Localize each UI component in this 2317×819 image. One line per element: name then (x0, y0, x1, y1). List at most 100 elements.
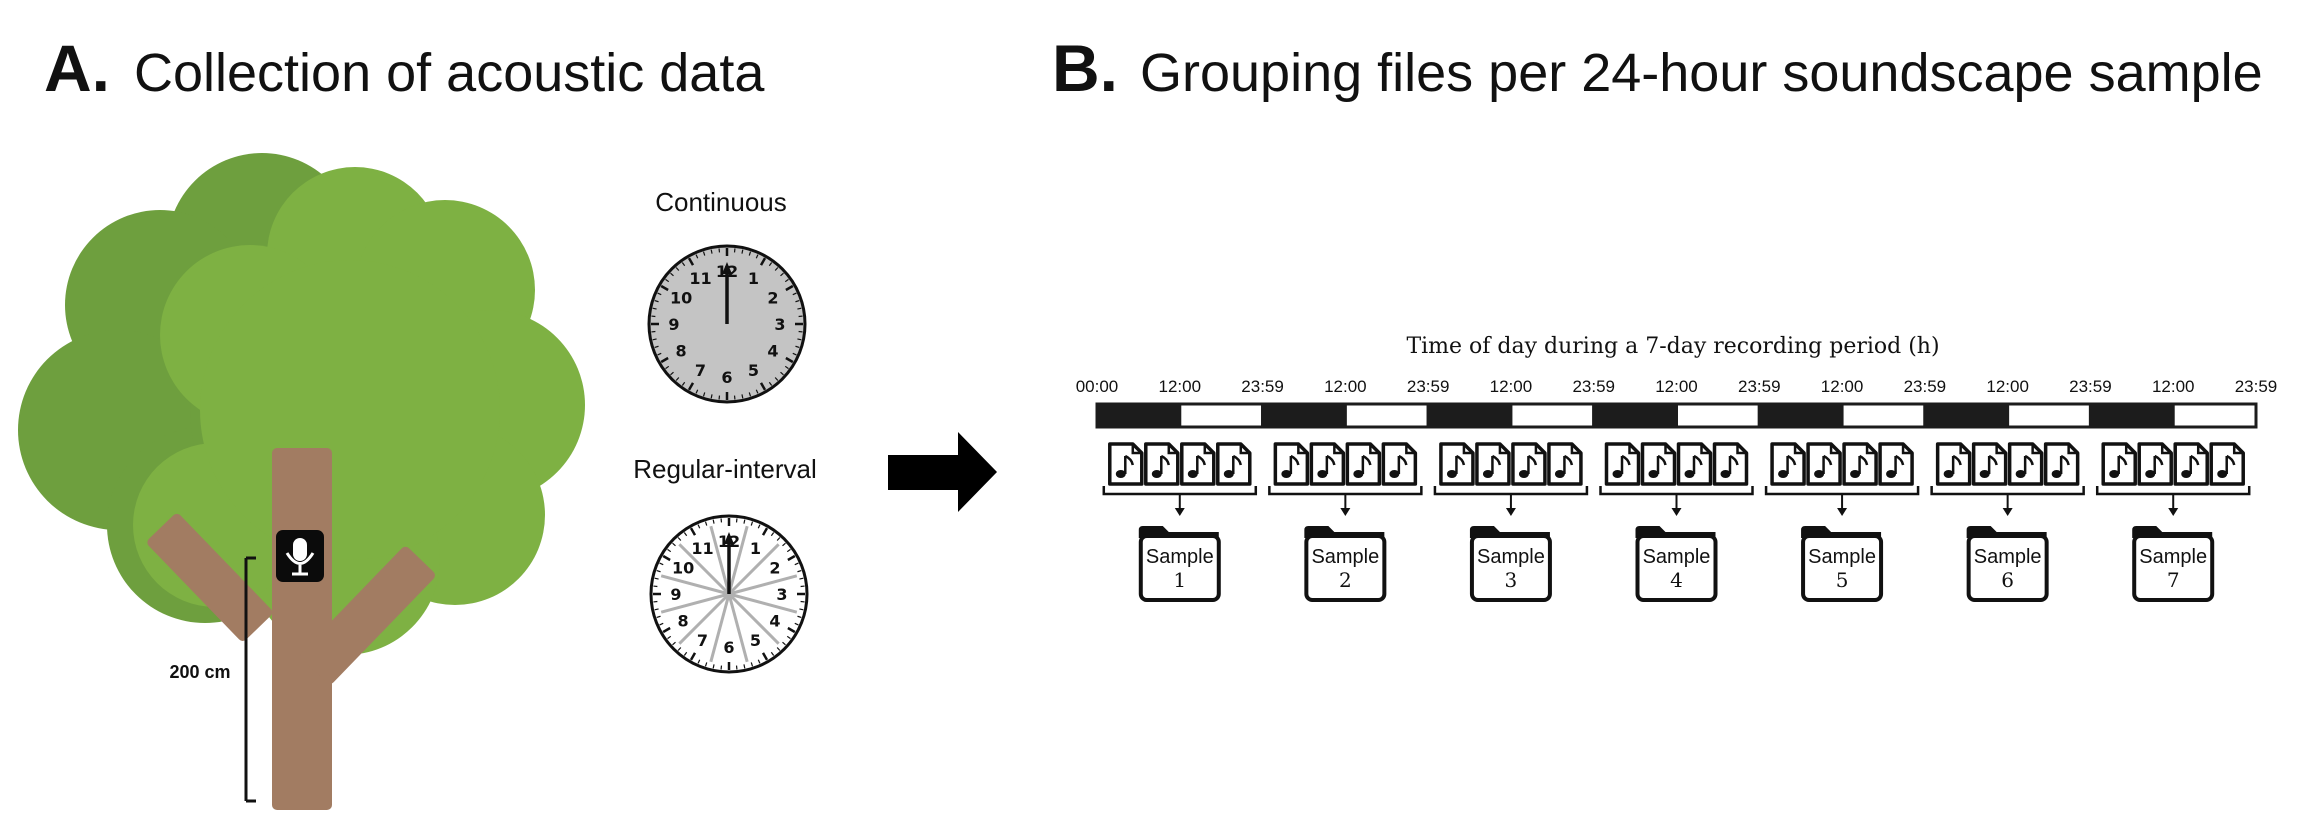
clock-number: 9 (668, 315, 679, 334)
microphone-icon (276, 530, 324, 582)
timeline-tick-label: 12:00 (1324, 377, 1367, 396)
timeline-tick-label: 23:59 (1904, 377, 1947, 396)
folder-icon (2132, 526, 2215, 602)
clock-number: 1 (748, 269, 759, 288)
group-bracket (1764, 486, 1920, 496)
clock-number: 7 (697, 631, 708, 650)
group-bracket (1268, 486, 1423, 496)
music-file-icon (1676, 442, 1713, 486)
music-file-icon (1144, 442, 1180, 486)
clock-number: 6 (721, 368, 732, 387)
arrow-down-icon (1340, 494, 1351, 516)
music-file-icon (2137, 442, 2173, 486)
timeline-segment-night (1261, 402, 1347, 429)
music-file-icon (1935, 442, 1972, 486)
height-bracket (244, 556, 256, 803)
timeline-segment-night (2088, 402, 2175, 429)
music-file-icon (1345, 442, 1382, 486)
clock-number: 8 (678, 612, 689, 631)
music-file-icon (1108, 442, 1144, 486)
timeline-tick-label: 12:00 (1986, 377, 2029, 396)
panel-b: B. Grouping files per 24-hour soundscape… (1052, 31, 2278, 602)
clock-number: 10 (672, 559, 694, 578)
timeline-segment-day (2171, 402, 2258, 429)
timeline-segment-day (2006, 402, 2092, 429)
timeline-tick-label: 23:59 (1738, 377, 1781, 396)
group-bracket (2095, 486, 2251, 496)
panel-a: A. Collection of acoustic data (18, 31, 817, 810)
continuous-label: Continuous (655, 187, 787, 217)
timeline-bar (1095, 402, 2258, 429)
timeline-tick-label: 23:59 (2069, 377, 2112, 396)
timeline-tick-label: 23:59 (2235, 377, 2278, 396)
sample-number: 6 (2001, 568, 2014, 592)
music-file-icon (1712, 442, 1749, 486)
music-file-icon (1273, 442, 1310, 486)
clock-number: 1 (750, 539, 761, 558)
sample-label: Sample (1974, 546, 2042, 568)
music-file-icon (1640, 442, 1677, 486)
clock-number: 5 (748, 361, 759, 380)
timeline-segment-day (1178, 402, 1265, 429)
folder-icon (1469, 526, 1552, 602)
clock-number: 4 (767, 342, 778, 361)
clock-regular-interval-icon: 121234567891011 (649, 514, 809, 674)
sample-number: 3 (1505, 568, 1518, 592)
clock-number: 4 (769, 612, 780, 631)
foliage-front (133, 167, 585, 655)
timeline-segment-day (1840, 402, 1927, 429)
group-bracket (1433, 486, 1589, 496)
music-file-icon (1309, 442, 1346, 486)
timeline-segment-night (1592, 402, 1678, 429)
timeline-segment-night (1757, 402, 1844, 429)
sample-label: Sample (2139, 546, 2207, 568)
clock-number: 7 (695, 361, 706, 380)
sample-label: Sample (1146, 546, 1214, 568)
sample-number: 5 (1836, 568, 1849, 592)
height-label: 200 cm (169, 662, 230, 682)
timeline-segment-day (1509, 402, 1596, 429)
music-file-icon (1770, 442, 1806, 486)
folder-icon (1801, 526, 1884, 602)
music-file-icon (1511, 442, 1547, 486)
tree-foliage (18, 153, 585, 655)
music-file-icon (1381, 442, 1418, 486)
clock-number: 2 (767, 289, 778, 308)
timeline-tick-label: 00:00 (1076, 377, 1119, 396)
arrow-down-icon (1505, 494, 1516, 516)
timeline-tick-label: 12:00 (1821, 377, 1864, 396)
music-file-icon (2101, 442, 2137, 486)
sample-label: Sample (1643, 546, 1711, 568)
folder-icon (1304, 526, 1387, 602)
clock-number: 11 (691, 539, 713, 558)
timeline-tick-label: 12:00 (1655, 377, 1698, 396)
clock-number: 5 (750, 631, 761, 650)
panel-b-letter: B. (1052, 31, 1118, 105)
sample-label: Sample (1477, 546, 1545, 568)
timeline-tick-label: 23:59 (1407, 377, 1450, 396)
sample-groups: Sample1Sample2Sample3Sample4Sample5Sampl… (1102, 442, 2251, 602)
timeline-tick-label: 12:00 (2152, 377, 2195, 396)
folder-icon (1966, 526, 2049, 602)
clock-number: 10 (670, 289, 692, 308)
timeline-tick-label: 12:00 (1159, 377, 1202, 396)
timeline-segment-day (1675, 402, 1761, 429)
regular-interval-label: Regular-interval (633, 454, 817, 484)
timeline-segment-night (1923, 402, 2010, 429)
sample-number: 7 (2167, 568, 2180, 592)
group-bracket (1102, 486, 1258, 496)
timeline-tick-label: 23:59 (1572, 377, 1615, 396)
timeline-segment-day (1343, 402, 1430, 429)
timeline-tick-label: 23:59 (1241, 377, 1284, 396)
sample-number: 4 (1670, 568, 1683, 592)
timeline-segment-night (1095, 402, 1182, 429)
music-file-icon (1547, 442, 1583, 486)
clock-number: 9 (670, 585, 681, 604)
music-file-icon (1439, 442, 1475, 486)
